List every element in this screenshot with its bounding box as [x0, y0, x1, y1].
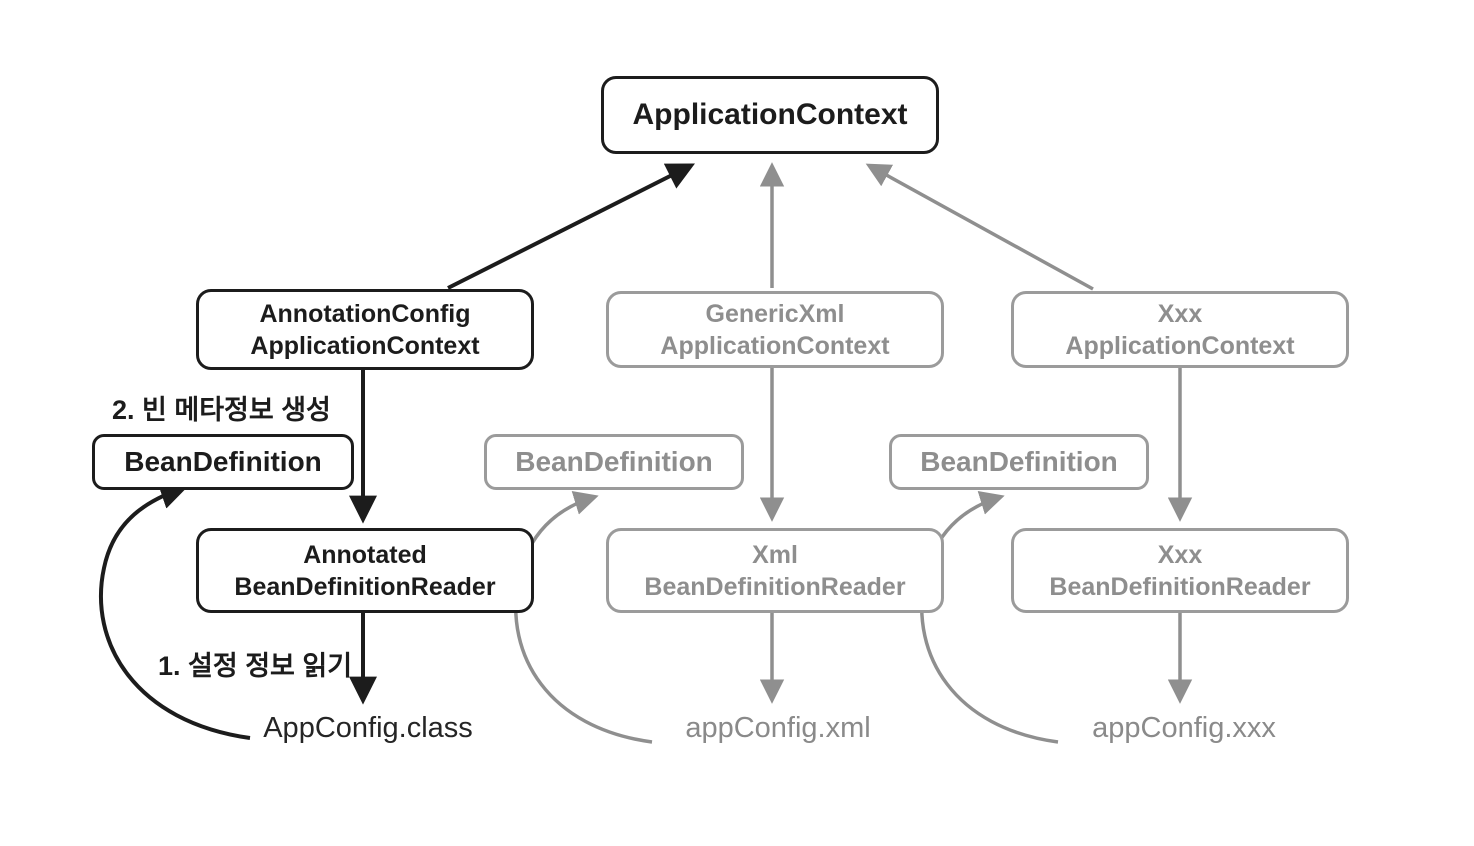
node-application-context: ApplicationContext [601, 76, 939, 154]
node-label: BeanDefinition [515, 446, 713, 478]
artifact-appconfig-xml: appConfig.xml [685, 712, 871, 744]
node-bean-definition-annotation: BeanDefinition [92, 434, 354, 490]
artifact-appconfig-xxx: appConfig.xxx [1092, 712, 1276, 744]
node-label: Annotated [303, 540, 427, 569]
node-label: Xml [752, 540, 798, 569]
node-annotation-config-application-context: AnnotationConfig ApplicationContext [196, 289, 534, 370]
node-label: ApplicationContext [660, 331, 890, 360]
node-xxx-bean-definition-reader: Xxx BeanDefinitionReader [1011, 528, 1349, 613]
node-label: BeanDefinitionReader [1049, 572, 1311, 601]
node-label: BeanDefinition [920, 446, 1118, 478]
annotation-step-2: 2. 빈 메타정보 생성 [112, 395, 331, 425]
node-label: Xxx [1157, 540, 1203, 569]
arrow-annotationconfig-to-applicationcontext [447, 163, 696, 290]
arrow-xxx-to-applicationcontext [865, 163, 1094, 291]
node-xxx-application-context: Xxx ApplicationContext [1011, 291, 1349, 368]
node-bean-definition-xxx: BeanDefinition [889, 434, 1149, 490]
node-label: ApplicationContext [1065, 331, 1295, 360]
node-label: ApplicationContext [250, 331, 480, 360]
artifact-appconfig-class: AppConfig.class [263, 712, 473, 744]
node-label: BeanDefinition [124, 446, 322, 478]
node-bean-definition-xml: BeanDefinition [484, 434, 744, 490]
node-label: ApplicationContext [632, 97, 908, 131]
node-label: Xxx [1157, 299, 1203, 328]
node-annotated-bean-definition-reader: Annotated BeanDefinitionReader [196, 528, 534, 613]
node-xml-bean-definition-reader: Xml BeanDefinitionReader [606, 528, 944, 613]
arrow-appconfig-class-to-beandefinition [98, 482, 251, 740]
node-label: GenericXml [705, 299, 845, 328]
annotation-step-1: 1. 설정 정보 읽기 [158, 651, 353, 681]
node-label: BeanDefinitionReader [644, 572, 906, 601]
node-genericxml-application-context: GenericXml ApplicationContext [606, 291, 944, 368]
node-label: BeanDefinitionReader [234, 572, 496, 601]
node-label: AnnotationConfig [259, 299, 471, 328]
